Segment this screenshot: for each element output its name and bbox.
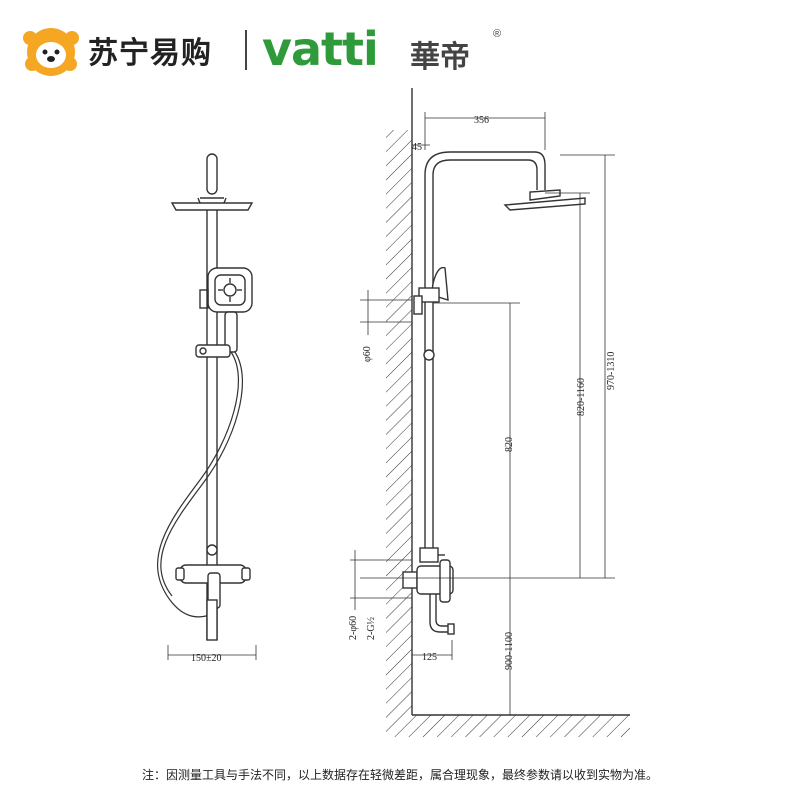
suning-lion-icon [23, 28, 79, 76]
vatti-logo: vatti [262, 22, 379, 76]
dimension-2phi60: 2-φ60 [348, 616, 359, 640]
dimension-150: 150±20 [191, 653, 222, 664]
brand-header: 苏宁易购 vatti 華帝 ® [0, 0, 800, 90]
dimension-900-1100: 900-1100 [504, 632, 515, 670]
dimension-356: 356 [474, 115, 489, 126]
vatti-chinese-name: 華帝 [410, 40, 470, 75]
dimension-820-1160: 820-1160 [576, 378, 587, 416]
dimension-2g12: 2-G½ [366, 616, 377, 640]
measurement-disclaimer: 注：因测量工具与手法不同，以上数据存在轻微差距，属合理现象，最终参数请以收到实物… [141, 768, 658, 782]
dimension-125: 125 [422, 652, 437, 663]
dimension-45: 45 [412, 142, 422, 153]
dimension-970-1310: 970-1310 [606, 352, 617, 390]
side-shower-outline [402, 151, 586, 635]
suning-logo-text: 苏宁易购 [88, 36, 212, 71]
side-view [386, 88, 630, 737]
side-dimension-lines [350, 112, 615, 715]
registered-mark: ® [493, 28, 502, 40]
dimension-820: 820 [504, 437, 515, 452]
front-view [157, 153, 257, 660]
header-divider [245, 30, 247, 70]
dimension-phi60: φ60 [362, 346, 373, 362]
